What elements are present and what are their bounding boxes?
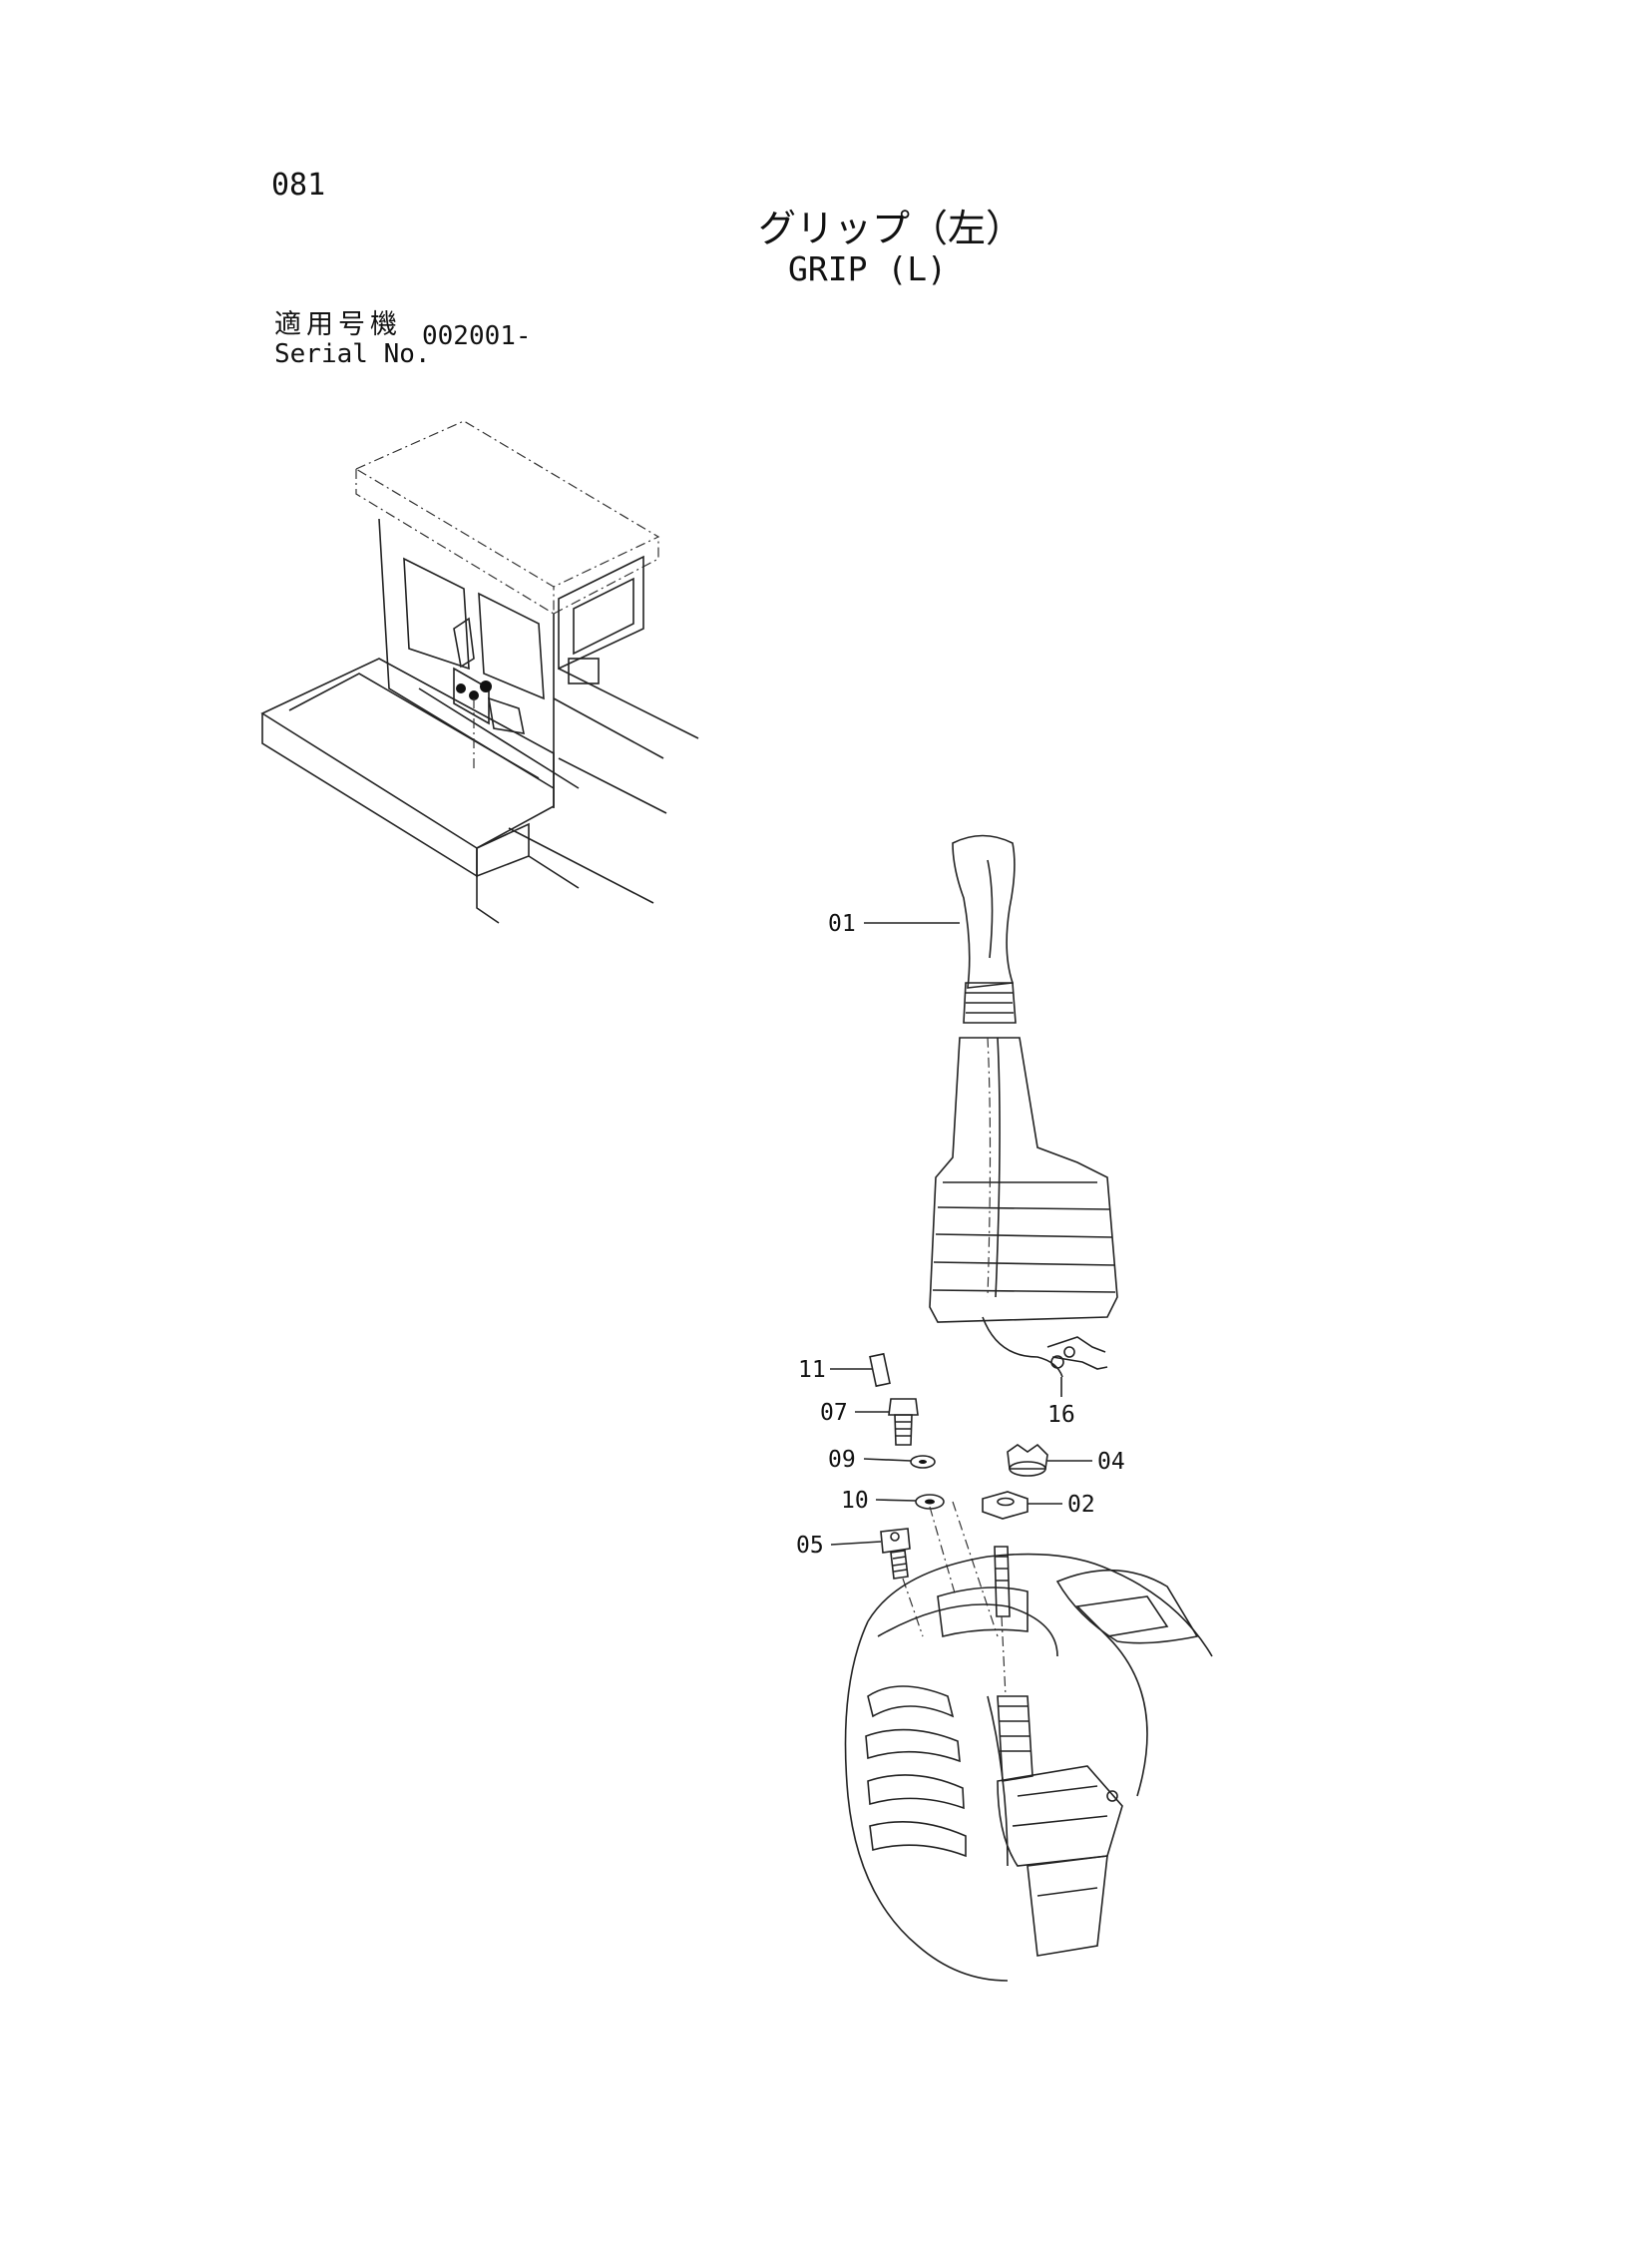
grip-assembly-illustration	[844, 834, 1213, 1982]
serial-label-english: Serial No.	[274, 339, 431, 369]
callout-10: 10	[841, 1488, 869, 1514]
leader-lines	[830, 922, 1092, 1546]
callout-01: 01	[828, 911, 856, 937]
title-japanese: グリップ（左）	[758, 207, 1025, 250]
cab-overview-illustration	[260, 420, 699, 924]
callout-04: 04	[1097, 1449, 1125, 1475]
callout-02: 02	[1067, 1492, 1095, 1518]
callout-09: 09	[828, 1447, 856, 1473]
serial-label-japanese: 適用号機	[274, 309, 402, 340]
serial-number-value: 002001-	[422, 321, 532, 351]
page-number: 081	[271, 168, 326, 203]
callout-11: 11	[798, 1357, 826, 1383]
title-english: GRIP (L)	[788, 249, 947, 288]
callout-16: 16	[1047, 1402, 1075, 1428]
callout-07: 07	[820, 1400, 848, 1426]
callout-05: 05	[796, 1533, 824, 1559]
